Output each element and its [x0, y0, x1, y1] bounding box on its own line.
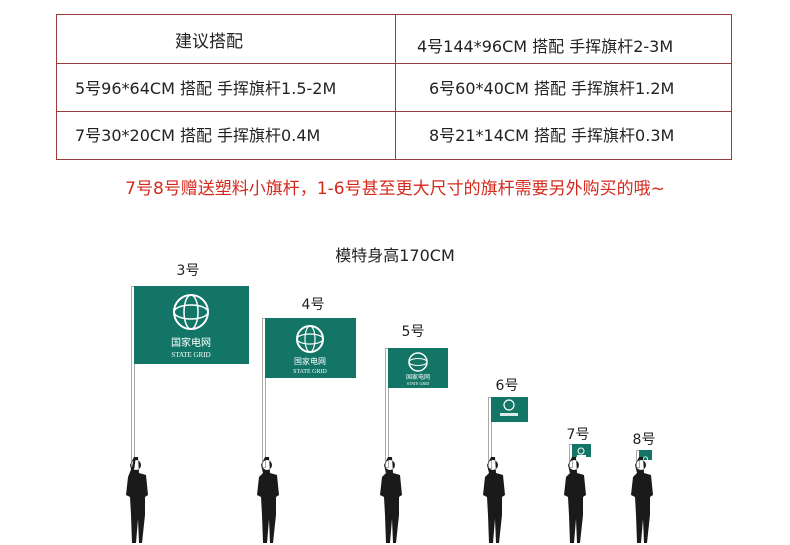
size-label-8: 8号	[632, 432, 656, 448]
flag-7	[572, 444, 591, 457]
person-silhouette-icon	[126, 457, 148, 543]
person-silhouette-icon	[257, 457, 279, 543]
svg-text:STATE GRID: STATE GRID	[407, 381, 430, 386]
person-silhouette-icon	[483, 457, 505, 543]
state-grid-logo-icon: 国家电网 STATE GRID	[171, 294, 211, 359]
table-divider	[57, 63, 731, 64]
flag-pole	[488, 397, 492, 469]
state-grid-logo-icon	[577, 447, 586, 457]
model-height-label: 模特身高170CM	[335, 246, 455, 265]
person-silhouette-icon	[380, 457, 402, 543]
flag-pole	[262, 318, 266, 468]
gift-note: 7号8号赠送塑料小旗杆，1-6号甚至更大尺寸的旗杆需要另外购买的哦~	[125, 179, 665, 199]
state-grid-logo-icon: 国家电网 STATE GRID	[406, 352, 430, 386]
flag-pole	[385, 348, 389, 468]
table-divider	[395, 15, 396, 159]
table-divider	[57, 111, 731, 112]
table-header-right: 4号144*96CM 搭配 手挥旗杆2-3M	[417, 37, 674, 56]
svg-text:国家电网: 国家电网	[406, 373, 430, 381]
flag-5: 国家电网 STATE GRID	[388, 348, 448, 388]
state-grid-logo-icon	[642, 456, 649, 464]
flag-8	[639, 450, 652, 464]
size-table: 建议搭配 4号144*96CM 搭配 手挥旗杆2-3M 5号96*64CM 搭配…	[56, 14, 732, 160]
flag-3: 国家电网 STATE GRID	[134, 286, 249, 364]
state-grid-logo-icon	[500, 399, 518, 416]
svg-text:国家电网: 国家电网	[171, 336, 211, 349]
table-cell-8: 8号21*14CM 搭配 手挥旗杆0.3M	[429, 126, 675, 145]
svg-text:国家电网: 国家电网	[294, 356, 326, 366]
size-label-3: 3号	[176, 263, 200, 279]
state-grid-logo-icon: 国家电网 STATE GRID	[293, 325, 328, 375]
size-label-4: 4号	[301, 297, 325, 313]
svg-text:STATE GRID: STATE GRID	[293, 369, 327, 375]
person-silhouette-icon	[564, 457, 586, 543]
table-cell-7: 7号30*20CM 搭配 手挥旗杆0.4M	[75, 126, 321, 145]
flag-6	[491, 397, 528, 422]
size-label-5: 5号	[401, 324, 425, 340]
size-label-6: 6号	[495, 378, 519, 394]
table-cell-5: 5号96*64CM 搭配 手挥旗杆1.5-2M	[75, 79, 337, 98]
flag-4: 国家电网 STATE GRID	[265, 318, 356, 378]
table-header-left: 建议搭配	[175, 32, 243, 52]
person-silhouette-icon	[631, 457, 653, 543]
size-label-7: 7号	[566, 427, 590, 443]
svg-text:STATE GRID: STATE GRID	[171, 351, 210, 359]
table-cell-6: 6号60*40CM 搭配 手挥旗杆1.2M	[429, 79, 675, 98]
